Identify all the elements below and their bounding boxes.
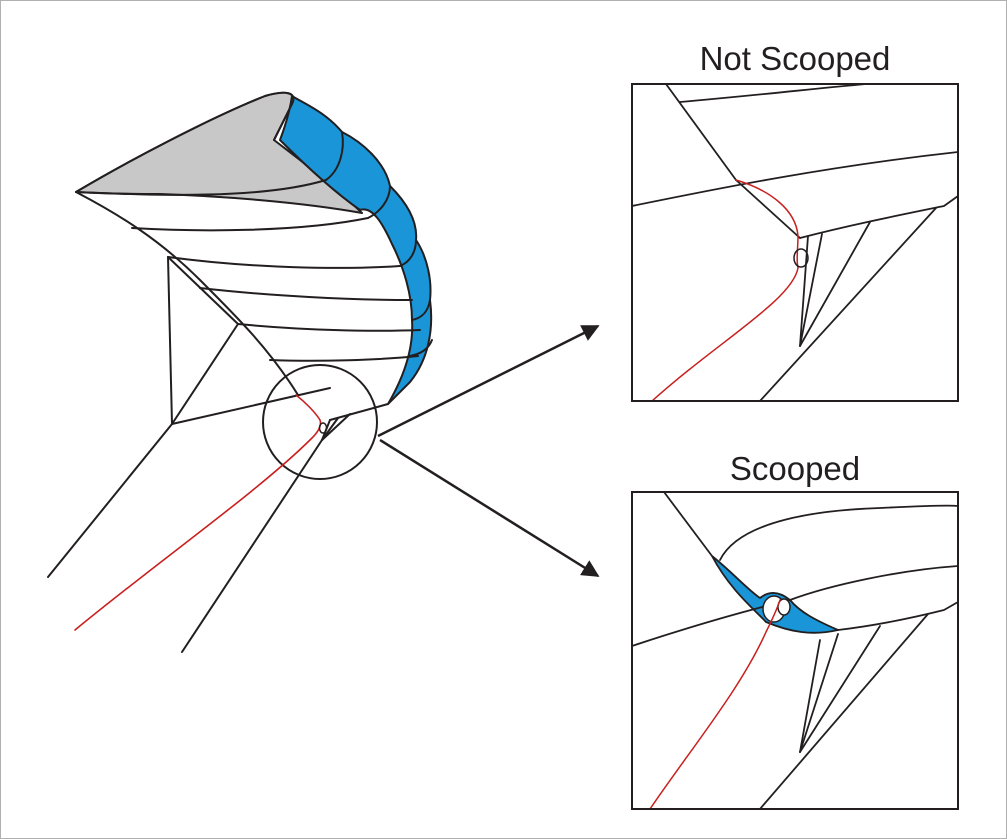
bridle-line <box>759 613 929 809</box>
canopy-line <box>837 601 958 631</box>
panel-title-not-scooped: Not Scooped <box>699 40 891 77</box>
bridle-line <box>171 387 331 425</box>
bridle-line <box>47 423 173 578</box>
arrow-to-not-scooped <box>377 324 600 438</box>
zoom-circle <box>262 364 378 480</box>
rib-line <box>237 323 421 332</box>
canopy-edge <box>663 492 713 557</box>
line-attachment-loop <box>318 422 328 434</box>
bridle-line <box>181 419 331 653</box>
rib-line <box>75 179 327 196</box>
kite-overview <box>47 91 433 653</box>
panel-frame <box>631 491 959 810</box>
panel-frame <box>631 83 959 402</box>
bridle-line <box>799 221 871 347</box>
bridle-line <box>759 207 937 401</box>
panel-title-scooped: Scooped <box>729 450 861 487</box>
cell-seam <box>399 239 417 267</box>
cell-seam <box>409 339 433 357</box>
highlighted-line <box>74 394 322 631</box>
rib-line <box>131 217 369 232</box>
canopy-line <box>632 151 958 207</box>
scooped-leading-edge <box>711 555 839 634</box>
bridle-line <box>167 256 239 325</box>
cell-seam <box>411 299 431 321</box>
scooped-panel <box>631 491 959 810</box>
canopy-line <box>789 565 958 601</box>
canopy-line <box>679 84 867 103</box>
bridle-line <box>321 413 351 441</box>
rib-line <box>199 287 413 301</box>
canopy-edge <box>665 84 737 181</box>
wingtip-outline <box>75 91 295 193</box>
cell-seam <box>325 131 344 181</box>
zoom-arrows <box>377 324 600 578</box>
canopy-edge <box>735 179 801 239</box>
highlighted-line <box>651 179 799 401</box>
not-scooped-panel <box>631 83 959 402</box>
line-attachment-loop <box>793 248 809 268</box>
highlighted-line <box>649 599 781 809</box>
bridle-line <box>799 625 881 753</box>
canopy-line <box>799 195 958 239</box>
bridle-line <box>799 639 821 753</box>
rib-line <box>167 256 401 269</box>
arrow-to-scooped <box>379 438 600 578</box>
rib-line <box>269 355 419 362</box>
cell-seam <box>367 185 391 219</box>
bridle-line <box>799 633 839 753</box>
trailing-edge <box>75 191 299 396</box>
canopy-line <box>719 504 958 561</box>
bridle-line <box>799 233 823 347</box>
leading-edge-edge <box>329 403 389 421</box>
